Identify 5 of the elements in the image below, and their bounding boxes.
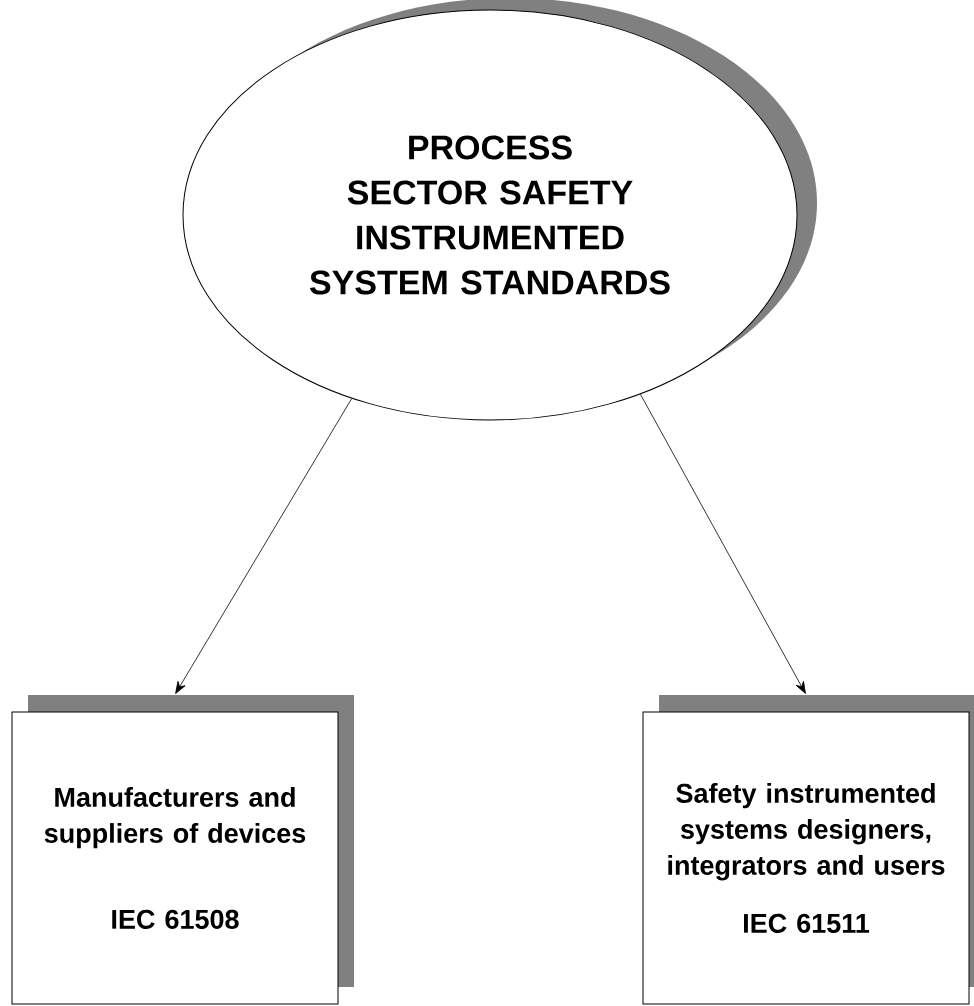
process-box: Manufacturers and suppliers of devices IEC 61508 — [11, 695, 354, 1005]
oval-node: PROCESS SECTOR SAFETY INSTRUMENTED SYSTEM STANDARDS — [182, 0, 817, 421]
arrow — [175, 398, 353, 694]
arrow — [640, 393, 806, 694]
process-box: Safety instrumented systems designers, integrators and users IEC 61511 — [642, 695, 974, 1005]
